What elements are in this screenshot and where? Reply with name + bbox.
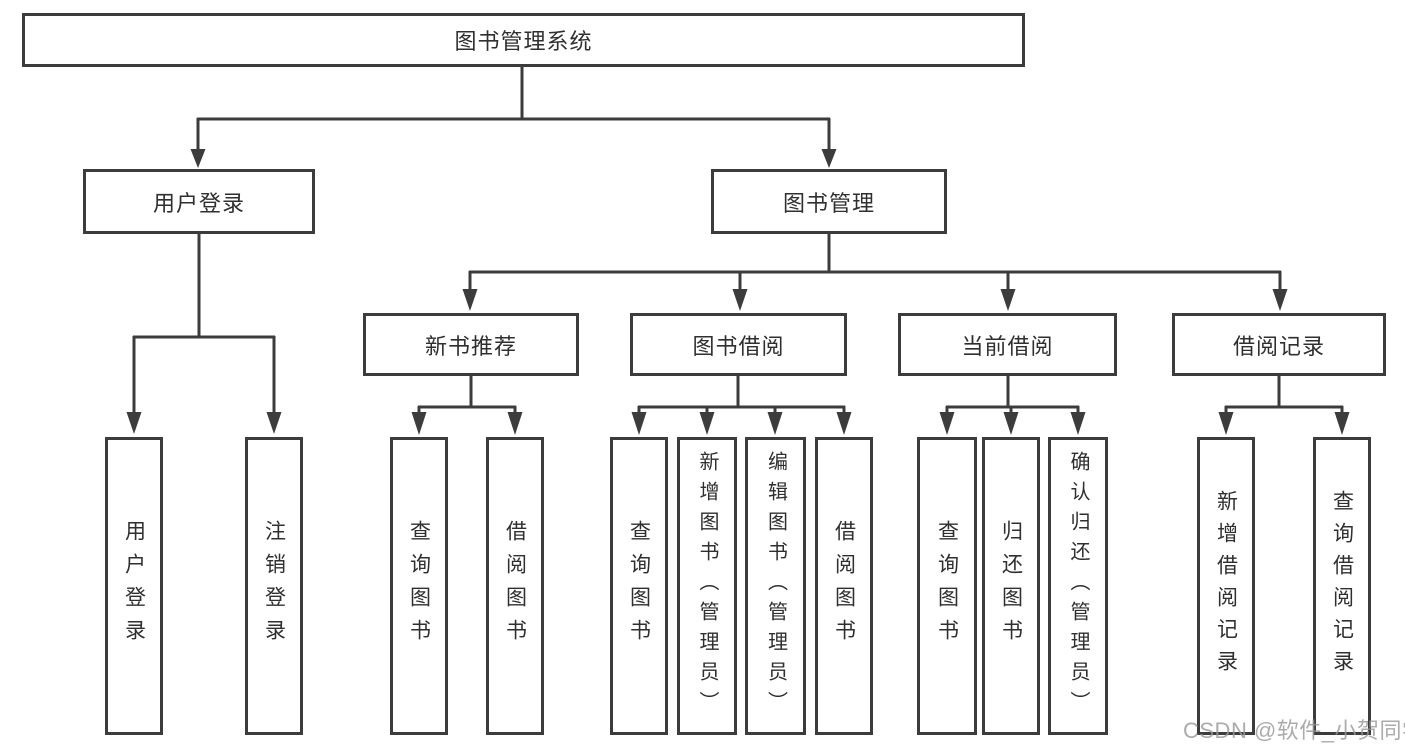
leaf-logout: 注销登录 <box>245 437 303 735</box>
leaf-label: 查询图书 <box>935 520 959 652</box>
leaf-query-books-recommend: 查询图书 <box>390 437 448 735</box>
node-label: 借阅记录 <box>1232 333 1325 359</box>
leaf-borrow-books-borrowing: 借阅图书 <box>815 437 873 735</box>
leaf-label: 查询图书 <box>627 520 651 652</box>
leaf-label: 借阅图书 <box>832 520 856 652</box>
node-book-borrowing: 图书借阅 <box>630 313 847 376</box>
leaf-borrow-books-recommend: 借阅图书 <box>486 437 544 735</box>
leaf-label: 新增借阅记录 <box>1214 490 1238 682</box>
leaf-label: 归还图书 <box>999 520 1023 652</box>
node-library-management-system: 图书管理系统 <box>22 13 1025 67</box>
leaf-add-borrow-record: 新增借阅记录 <box>1197 437 1255 735</box>
leaf-label: 用户登录 <box>122 520 146 652</box>
leaf-return-books: 归还图书 <box>982 437 1040 735</box>
node-label: 图书借阅 <box>692 333 785 359</box>
node-new-book-recommendation: 新书推荐 <box>363 313 579 376</box>
leaf-user-login: 用户登录 <box>105 437 163 735</box>
node-label: 用户登录 <box>152 190 245 216</box>
leaf-label: 注销登录 <box>262 520 286 652</box>
csdn-watermark: CSDN @软件_小贺同学 <box>1183 718 1405 743</box>
leaf-label: 确认归还（管理员） <box>1067 451 1089 721</box>
leaf-label: 借阅图书 <box>503 520 527 652</box>
leaf-label: 查询借阅记录 <box>1330 490 1354 682</box>
leaf-query-books-borrowing: 查询图书 <box>610 437 668 735</box>
node-book-management: 图书管理 <box>711 169 947 234</box>
leaf-query-books-current: 查询图书 <box>917 437 977 735</box>
node-label: 当前借阅 <box>961 333 1054 359</box>
leaf-edit-book-admin: 编辑图书（管理员） <box>745 437 806 735</box>
leaf-label: 编辑图书（管理员） <box>764 451 787 721</box>
leaf-label: 新增图书（管理员） <box>696 451 718 721</box>
node-current-borrowing: 当前借阅 <box>898 313 1117 376</box>
node-label: 图书管理系统 <box>454 29 593 54</box>
leaf-query-borrow-record: 查询借阅记录 <box>1313 437 1371 735</box>
node-label: 图书管理 <box>782 190 875 216</box>
node-borrowing-records: 借阅记录 <box>1172 313 1386 376</box>
leaf-confirm-return-admin: 确认归还（管理员） <box>1048 437 1108 735</box>
node-label: 新书推荐 <box>424 333 517 359</box>
node-user-login: 用户登录 <box>83 169 315 234</box>
leaf-add-book-admin: 新增图书（管理员） <box>677 437 737 735</box>
leaf-label: 查询图书 <box>407 520 431 652</box>
